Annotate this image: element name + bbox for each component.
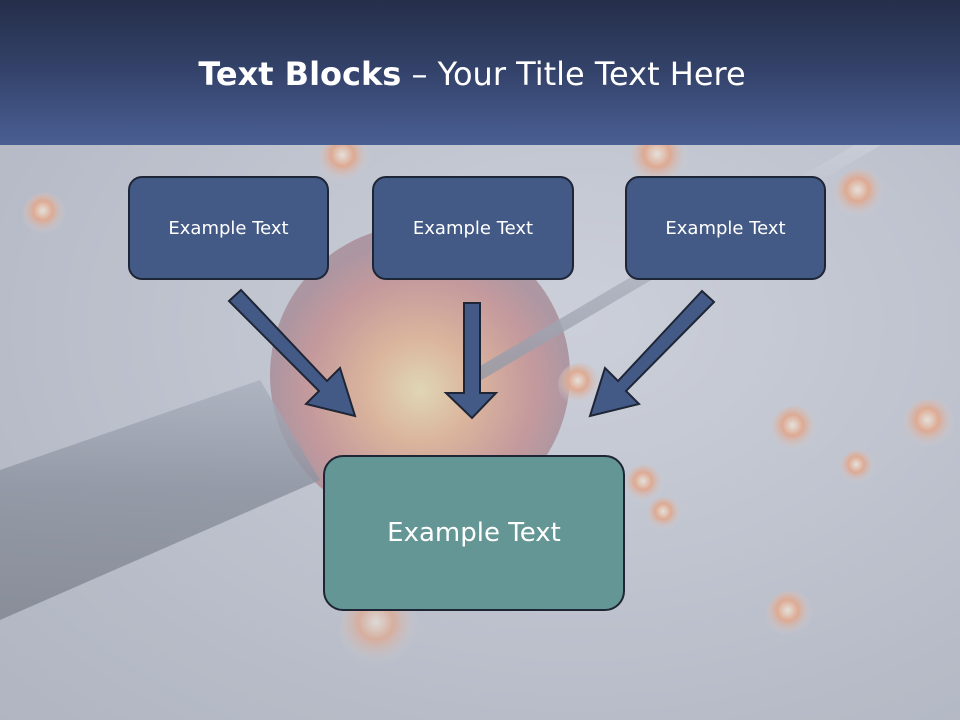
text-block-main[interactable]: Example Text [323,455,625,611]
arrow-down-icon [443,302,499,420]
title-separator: – [401,55,438,93]
text-block-1-label: Example Text [168,217,289,239]
text-block-3[interactable]: Example Text [625,176,826,280]
title-bold-text: Text Blocks [198,55,402,93]
header-bar: Text Blocks – Your Title Text Here [0,0,960,145]
text-block-2-label: Example Text [412,217,534,239]
arrow-down-right-icon [227,288,357,418]
slide-title: Text Blocks – Your Title Text Here [0,52,944,96]
text-block-2[interactable]: Example Text [372,176,574,280]
title-rest-text: Your Title Text Here [437,55,746,93]
text-block-1[interactable]: Example Text [128,176,329,280]
text-block-main-label: Example Text [387,518,561,548]
text-block-3-label: Example Text [665,217,786,239]
arrow-down-left-icon [588,289,716,418]
